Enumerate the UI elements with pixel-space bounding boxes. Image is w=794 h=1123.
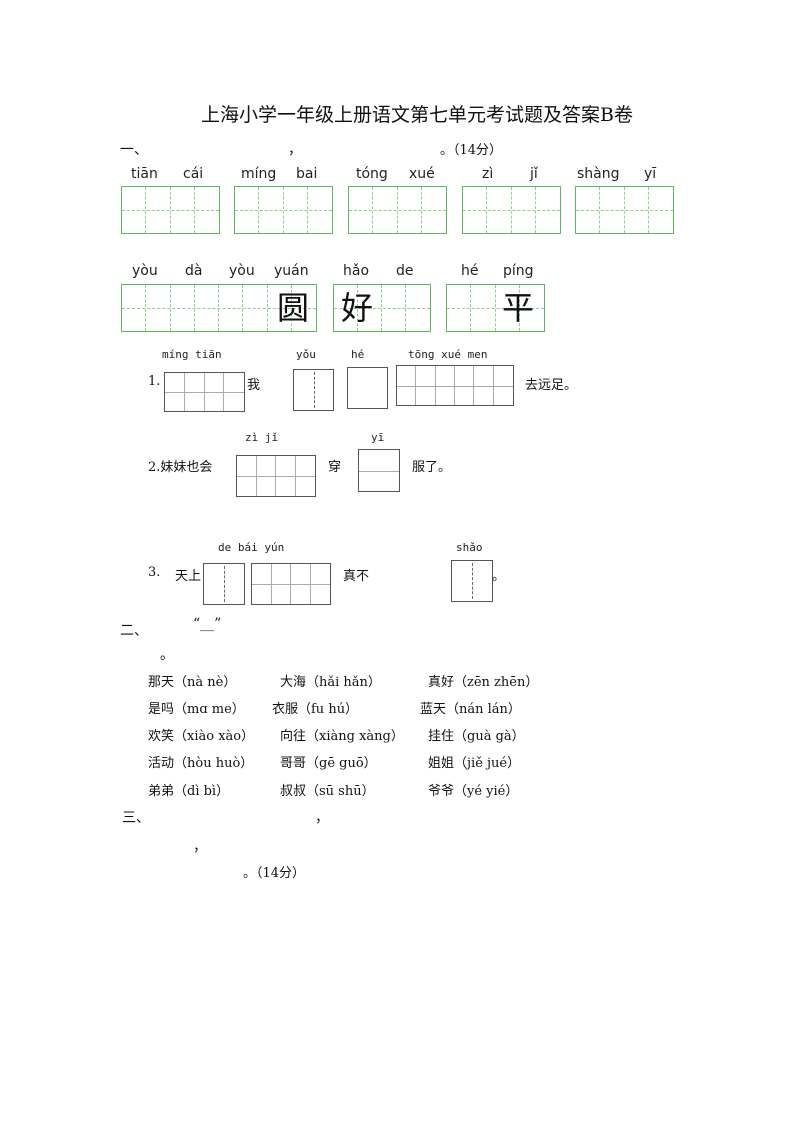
pinyin: bai	[296, 166, 318, 182]
sentence-number: 3.	[148, 565, 161, 580]
pinyin: píng	[503, 263, 534, 279]
section2-label: 二、	[120, 623, 148, 639]
writing-grid[interactable]	[121, 186, 220, 234]
page-title: 上海小学一年级上册语文第七单元考试题及答案B卷	[201, 104, 633, 126]
section3-comma: ，	[193, 839, 207, 855]
choice-item: 哥哥（gē guō）	[280, 756, 377, 771]
choice-item: 爷爷（yé yié）	[428, 784, 519, 799]
given-character: 好	[341, 289, 374, 327]
sentence-number: 1.	[148, 374, 161, 389]
pinyin: míng tiān	[162, 348, 222, 361]
sentence-text: 去远足。	[525, 378, 578, 393]
answer-box[interactable]	[293, 369, 334, 411]
section1-label: 一、	[120, 142, 148, 158]
answer-box[interactable]	[451, 560, 493, 602]
pinyin: dà	[185, 263, 203, 279]
choice-item: 蓝天（nán lán）	[420, 702, 521, 717]
pinyin: xué	[409, 166, 435, 182]
answer-box[interactable]	[251, 563, 331, 605]
answer-box[interactable]	[236, 455, 316, 497]
sentence-text: 服了。	[412, 460, 452, 475]
answer-box[interactable]	[358, 449, 400, 492]
sentence-text: 。	[492, 569, 506, 584]
pinyin: shàng	[577, 166, 620, 182]
choice-item: 那天（nà nè）	[148, 675, 237, 690]
answer-box[interactable]	[347, 367, 388, 409]
pinyin: de bái yún	[218, 541, 285, 554]
sentence-text: 我	[247, 378, 261, 393]
section2-dot: 。	[160, 647, 174, 663]
section3-points: 。（14分）	[243, 866, 306, 881]
choice-item: 衣服（fu hú）	[272, 702, 359, 717]
pinyin: zì jǐ	[245, 431, 279, 444]
answer-box[interactable]	[203, 563, 245, 605]
pinyin: míng	[241, 166, 277, 182]
writing-grid[interactable]	[348, 186, 447, 234]
writing-grid[interactable]	[446, 284, 545, 332]
writing-grid[interactable]	[234, 186, 333, 234]
pinyin: shǎo	[456, 541, 483, 554]
sentence-text: 2.妹妹也会	[148, 460, 213, 475]
pinyin: cái	[183, 166, 204, 182]
pinyin: hé	[461, 263, 479, 279]
section1-comma: ，	[288, 142, 302, 158]
writing-grid[interactable]	[575, 186, 674, 234]
sentence-text: 真不	[343, 569, 370, 584]
section1-points: 。（14分）	[440, 143, 503, 158]
pinyin: hǎo	[343, 263, 370, 279]
section2-quote: “__”	[193, 616, 222, 632]
choice-item: 大海（hǎi hǎn）	[280, 675, 381, 690]
choice-item: 是吗（mɑ me）	[148, 702, 245, 717]
choice-item: 姐姐（jiě jué）	[428, 756, 521, 771]
writing-grid[interactable]	[121, 284, 317, 332]
pinyin: zì	[482, 166, 494, 182]
pinyin: yòu	[132, 263, 158, 279]
section3-comma: ，	[315, 810, 329, 826]
given-character: 平	[502, 289, 535, 327]
choice-item: 向往（xiàng xàng）	[280, 729, 404, 744]
pinyin: tóng	[356, 166, 388, 182]
sentence-text: 穿	[328, 460, 342, 475]
choice-item: 真好（zēn zhēn）	[428, 675, 539, 690]
choice-item: 挂住（guà gà）	[428, 729, 525, 744]
pinyin: jǐ	[530, 166, 538, 182]
given-character: 圆	[277, 289, 310, 327]
writing-grid[interactable]	[333, 284, 431, 332]
answer-box[interactable]	[396, 365, 514, 406]
pinyin: hé	[351, 348, 365, 361]
pinyin: yī	[371, 431, 385, 444]
pinyin: tiān	[131, 166, 158, 182]
writing-grid[interactable]	[462, 186, 561, 234]
choice-item: 欢笑（xiào xào）	[148, 729, 255, 744]
pinyin: tōng xué men	[408, 348, 488, 361]
pinyin: yī	[644, 166, 657, 182]
pinyin: yuán	[274, 263, 309, 279]
choice-item: 叔叔（sū shū）	[280, 784, 375, 799]
choice-item: 活动（hòu huò）	[148, 756, 254, 771]
pinyin: de	[396, 263, 414, 279]
choice-item: 弟弟（dì bì）	[148, 784, 230, 799]
section3-label: 三、	[122, 810, 150, 826]
pinyin: yǒu	[296, 348, 316, 361]
answer-box[interactable]	[164, 372, 245, 412]
sentence-text: 天上	[175, 569, 202, 584]
pinyin: yòu	[229, 263, 255, 279]
